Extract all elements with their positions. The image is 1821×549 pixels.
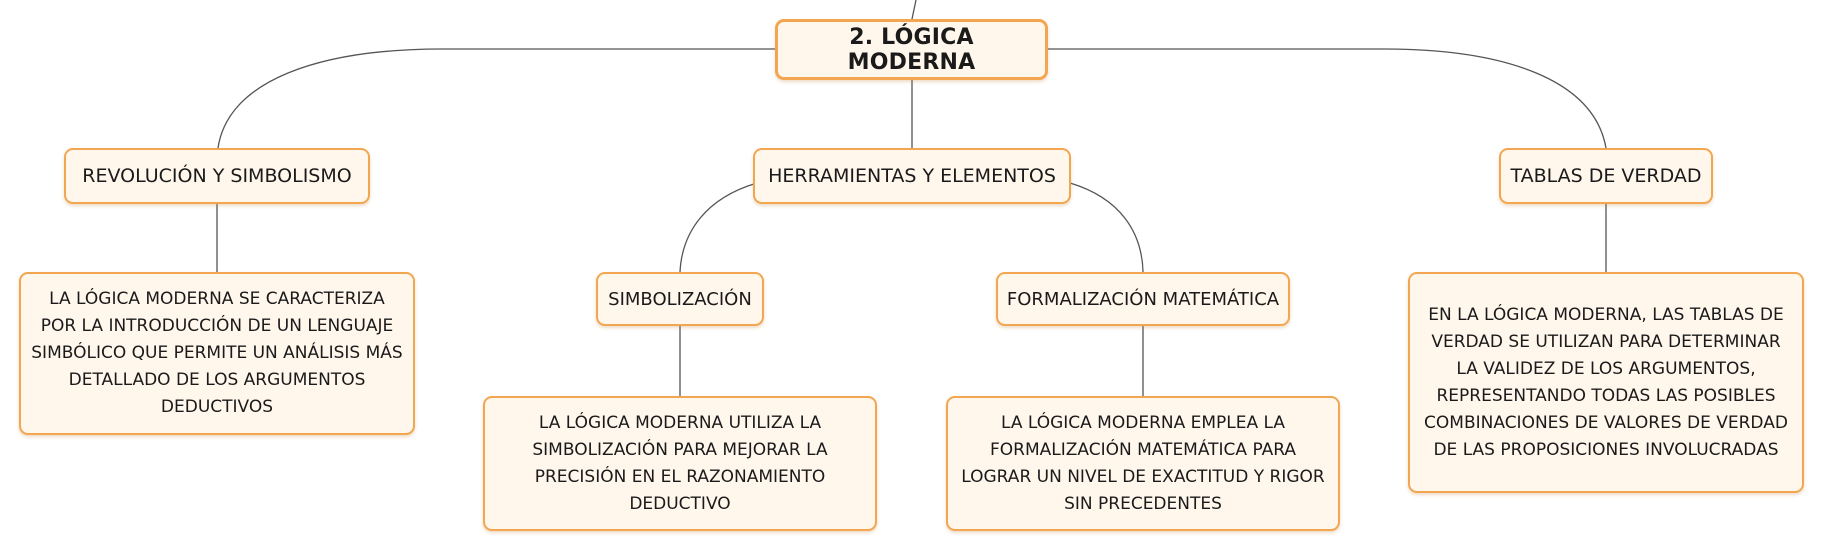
- root-topic-label: 2. LÓGICA MODERNA: [847, 24, 976, 75]
- subtopic-label-formalizacion: FORMALIZACIÓN MATEMÁTICA: [1006, 288, 1280, 310]
- subtopic-node-simbolizacion[interactable]: SIMBOLIZACIÓN: [596, 272, 764, 326]
- description-node-formalizacion[interactable]: LA LÓGICA MODERNA EMPLEA LA FORMALIZACIÓ…: [946, 396, 1340, 531]
- branch-label-revolucion: REVOLUCIÓN Y SIMBOLISMO: [82, 165, 352, 187]
- connector-herramientas-to-simbolizacion: [679, 182, 758, 273]
- description-text-formalizacion: LA LÓGICA MODERNA EMPLEA LA FORMALIZACIÓ…: [961, 412, 1325, 514]
- description-text-tablas: EN LA LÓGICA MODERNA, LAS TABLAS DE VERD…: [1424, 304, 1788, 460]
- branch-node-tablas[interactable]: TABLAS DE VERDAD: [1499, 148, 1713, 204]
- connector-parent-to-root: [911, 0, 917, 20]
- description-text-simbolizacion: LA LÓGICA MODERNA UTILIZA LA SIMBOLIZACI…: [532, 412, 828, 514]
- description-text-revolucion: LA LÓGICA MODERNA SE CARACTERIZA POR LA …: [31, 289, 403, 417]
- connector-herramientas-to-formalizacion: [1069, 182, 1144, 273]
- subtopic-label-simbolizacion: SIMBOLIZACIÓN: [608, 288, 752, 310]
- branch-label-tablas: TABLAS DE VERDAD: [1510, 165, 1702, 187]
- description-node-tablas[interactable]: EN LA LÓGICA MODERNA, LAS TABLAS DE VERD…: [1408, 272, 1804, 493]
- description-node-simbolizacion[interactable]: LA LÓGICA MODERNA UTILIZA LA SIMBOLIZACI…: [483, 396, 877, 531]
- branch-node-herramientas[interactable]: HERRAMIENTAS Y ELEMENTOS: [753, 148, 1071, 204]
- subtopic-node-formalizacion[interactable]: FORMALIZACIÓN MATEMÁTICA: [996, 272, 1290, 326]
- branch-label-herramientas: HERRAMIENTAS Y ELEMENTOS: [768, 165, 1056, 187]
- connector-root-to-tablas: [1047, 48, 1607, 149]
- description-node-revolucion[interactable]: LA LÓGICA MODERNA SE CARACTERIZA POR LA …: [19, 272, 415, 435]
- branch-node-revolucion[interactable]: REVOLUCIÓN Y SIMBOLISMO: [64, 148, 370, 204]
- root-topic-node[interactable]: 2. LÓGICA MODERNA: [775, 19, 1048, 80]
- connector-root-to-revolucion: [217, 48, 779, 149]
